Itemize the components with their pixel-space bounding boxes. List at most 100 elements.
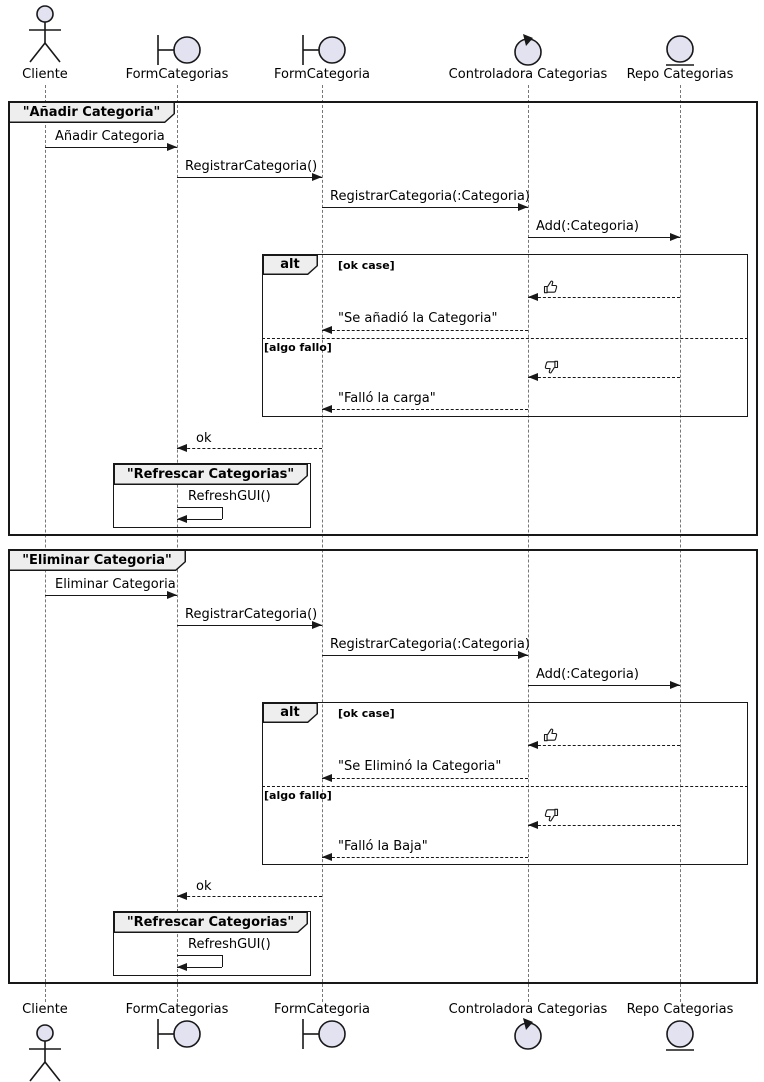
thumbs-up-icon	[543, 280, 558, 294]
thumbs-down-icon	[544, 808, 559, 822]
alt-guard-fail: [algo fallo]	[264, 341, 332, 354]
message-label: RegistrarCategoria(:Categoria)	[330, 637, 530, 652]
alt-fragment	[262, 702, 748, 865]
arrowhead-icon	[528, 821, 538, 829]
message-arrow	[177, 625, 322, 626]
self-message-arrow	[177, 955, 222, 956]
arrowhead-icon	[177, 963, 187, 971]
return-label: "Falló la carga"	[338, 391, 436, 406]
message-arrow	[45, 147, 177, 148]
frame-title-tab: "Refrescar Categorias"	[113, 911, 308, 933]
boundary-icon	[157, 1019, 201, 1049]
thumbs-up-icon	[543, 728, 558, 742]
lifeline-formcategorias	[177, 85, 178, 1002]
control-icon	[514, 1018, 542, 1050]
arrowhead-icon	[312, 621, 322, 629]
message-label: Añadir Categoria	[55, 129, 165, 144]
self-message-arrow	[177, 519, 222, 520]
boundary-icon	[302, 1019, 346, 1049]
message-arrow	[322, 655, 528, 656]
frame-anadir-categoria	[8, 101, 758, 536]
arrowhead-icon	[518, 651, 528, 659]
thumbs-down-icon	[544, 360, 559, 374]
arrowhead-icon	[670, 681, 680, 689]
self-message-label: RefreshGUI()	[188, 489, 271, 504]
arrowhead-icon	[312, 173, 322, 181]
message-label: RegistrarCategoria()	[185, 159, 318, 174]
self-message-arrow	[222, 955, 223, 967]
alt-divider	[262, 786, 748, 787]
lifeline-formcategoria	[322, 85, 323, 1002]
entity-icon	[666, 1020, 694, 1051]
arrowhead-icon	[322, 405, 332, 413]
arrowhead-icon	[322, 853, 332, 861]
frame-title-tab: "Eliminar Categoria"	[8, 549, 186, 571]
arrowhead-icon	[177, 515, 187, 523]
lifeline-cliente	[45, 85, 46, 1002]
return-arrow	[528, 377, 680, 378]
participant-label: Repo Categorias	[626, 1002, 734, 1017]
frame-title-tab: "Añadir Categoria"	[8, 101, 175, 123]
frame-title: "Añadir Categoria"	[10, 103, 174, 122]
message-arrow	[177, 177, 322, 178]
alt-fragment	[262, 254, 748, 417]
message-label: Eliminar Categoria	[55, 577, 176, 592]
frame-eliminar-categoria	[8, 549, 758, 984]
message-arrow	[528, 237, 680, 238]
actor-icon	[29, 5, 61, 63]
arrowhead-icon	[167, 591, 177, 599]
message-label: Add(:Categoria)	[536, 667, 639, 682]
boundary-icon	[157, 35, 201, 65]
self-message-arrow	[177, 507, 222, 508]
lifeline-repo	[680, 85, 681, 1002]
arrowhead-icon	[167, 143, 177, 151]
return-arrow	[322, 409, 528, 410]
participant-label: Cliente	[22, 67, 68, 82]
arrowhead-icon	[528, 373, 538, 381]
return-label: "Se Eliminó la Categoria"	[338, 759, 502, 774]
message-label: RegistrarCategoria(:Categoria)	[330, 189, 530, 204]
message-arrow	[45, 595, 177, 596]
participant-label: Controladora Categorias	[448, 1002, 608, 1017]
return-arrow	[322, 778, 528, 779]
control-icon	[514, 34, 542, 66]
arrowhead-icon	[528, 741, 538, 749]
alt-guard-ok: [ok case]	[338, 707, 395, 720]
actor-icon	[29, 1024, 61, 1082]
participant-label: FormCategorias	[125, 67, 229, 82]
lifeline-controladora	[528, 85, 529, 1002]
return-arrow	[322, 857, 528, 858]
alt-operator-tab: alt	[262, 702, 318, 723]
participant-label: FormCategoria	[273, 67, 370, 82]
alt-operator: alt	[264, 256, 317, 274]
return-label: ok	[196, 431, 212, 446]
arrowhead-icon	[670, 233, 680, 241]
arrowhead-icon	[518, 203, 528, 211]
return-arrow	[528, 825, 680, 826]
self-message-arrow	[177, 967, 222, 968]
message-label: RegistrarCategoria()	[185, 607, 318, 622]
alt-divider	[262, 338, 748, 339]
arrowhead-icon	[177, 444, 187, 452]
participant-label: Cliente	[22, 1002, 68, 1017]
self-message-label: RefreshGUI()	[188, 937, 271, 952]
alt-guard-fail: [algo fallo]	[264, 789, 332, 802]
frame-title: "Refrescar Categorias"	[115, 465, 307, 484]
return-arrow	[322, 330, 528, 331]
boundary-icon	[302, 35, 346, 65]
participant-label: Repo Categorias	[626, 67, 734, 82]
message-arrow	[528, 685, 680, 686]
frame-title-tab: "Refrescar Categorias"	[113, 463, 308, 485]
alt-guard-ok: [ok case]	[338, 259, 395, 272]
return-label: "Falló la Baja"	[338, 839, 428, 854]
arrowhead-icon	[322, 774, 332, 782]
return-label: ok	[196, 879, 212, 894]
return-arrow	[177, 448, 322, 449]
message-arrow	[322, 207, 528, 208]
return-arrow	[528, 745, 680, 746]
self-message-arrow	[222, 507, 223, 519]
return-arrow	[528, 297, 680, 298]
alt-operator-tab: alt	[262, 254, 318, 275]
message-label: Add(:Categoria)	[536, 219, 639, 234]
